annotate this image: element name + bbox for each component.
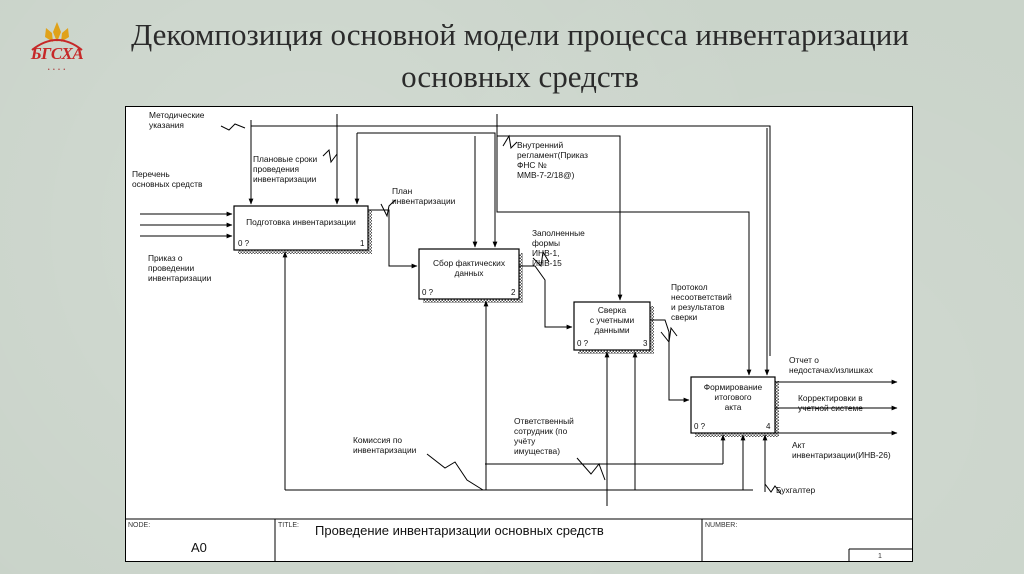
box-2-label-1: Сбор фактических: [433, 258, 506, 268]
label-prikaz-1: Приказ о: [148, 253, 183, 263]
label-plan-2: инвентаризации: [392, 196, 456, 206]
leader-protokol: [660, 326, 678, 344]
box-1-cost: 0 ?: [238, 239, 250, 248]
leader-reglament: [502, 134, 518, 150]
label-protokol-4: сверки: [671, 312, 698, 322]
box-2-number: 2: [511, 288, 516, 297]
arrow-protokol: [650, 319, 690, 403]
label-buhg: Бухгалтер: [776, 485, 816, 495]
label-prikaz-2: проведении: [148, 263, 195, 273]
arrow-formy: [519, 265, 573, 330]
label-otvetstv-1: Ответственный: [514, 416, 574, 426]
title-value: Проведение инвентаризации основных средс…: [315, 523, 604, 538]
page-title: Декомпозиция основной модели процесса ин…: [131, 17, 909, 94]
idef0-sheet: Подготовка инвентаризации 0 ? 1 Сбор фак…: [125, 106, 913, 562]
diagram-frame: [125, 106, 913, 562]
label-otvetstv-4: имущества): [514, 446, 560, 456]
label-korrekt-2: учетной системе: [798, 403, 863, 413]
title-block: NODE: A0 TITLE: Проведение инвентаризаци…: [125, 518, 913, 562]
leader-metod: [220, 123, 246, 131]
control-arrow-box2a: [357, 132, 498, 248]
box-4-label-3: акта: [725, 402, 742, 412]
leader-komissia: [426, 453, 484, 491]
box-3-number: 3: [643, 339, 648, 348]
label-perechen-1: Перечень: [132, 169, 170, 179]
label-otvetstv-2: сотрудник (по: [514, 426, 568, 436]
box-1-label: Подготовка инвентаризации: [246, 217, 356, 227]
box-4-label-2: итогового: [714, 392, 751, 402]
activity-box-2: Сбор фактических данных 0 ? 2: [418, 248, 523, 303]
box-4-cost: 0 ?: [694, 422, 706, 431]
label-akt-2: инвентаризации(ИНВ-26): [792, 450, 891, 460]
box-3-label-2: с учетными: [590, 315, 635, 325]
label-reglament-4: ММВ-7-2/18@): [517, 170, 575, 180]
label-sroki-3: инвентаризации: [253, 174, 317, 184]
page-number: 1: [878, 553, 882, 560]
box-3-label-1: Сверка: [598, 305, 627, 315]
label-otchet-1: Отчет о: [789, 355, 819, 365]
label-formy-4: ИНВ-15: [532, 258, 562, 268]
box-4-label-1: Формирование: [704, 382, 763, 392]
label-perechen-2: основных средств: [132, 179, 203, 189]
control-arrow-box4: [496, 136, 752, 376]
label-metod-2: указания: [149, 120, 184, 130]
label-korrekt-1: Корректировки в: [798, 393, 863, 403]
label-protokol-3: и результатов: [671, 302, 725, 312]
idef0-diagram: Подготовка инвентаризации 0 ? 1 Сбор фак…: [125, 106, 913, 562]
leader-sroki: [322, 148, 338, 164]
label-otvetstv-3: учёту: [514, 436, 536, 446]
label-metod-1: Методические: [149, 110, 205, 120]
label-protokol-2: несоответствий: [671, 292, 732, 302]
leader-buhg: [764, 483, 782, 495]
label-otchet-2: недостачах/излишках: [789, 365, 874, 375]
box-2-label-2: данных: [454, 268, 484, 278]
label-formy-3: ИНВ-1,: [532, 248, 559, 258]
label-protokol-1: Протокол: [671, 282, 708, 292]
leader-plan: [380, 199, 396, 218]
label-formy-2: формы: [532, 238, 560, 248]
leader-formy: [532, 250, 550, 268]
label-reglament-2: регламент(Приказ: [517, 150, 588, 160]
box-4-number: 4: [766, 422, 771, 431]
leader-otvetstv: [576, 457, 606, 481]
number-label: NUMBER:: [705, 522, 737, 529]
box-2-cost: 0 ?: [422, 288, 434, 297]
label-komissia-1: Комиссия по: [353, 435, 402, 445]
control-bus-top: [251, 125, 771, 356]
activity-box-1: Подготовка инвентаризации 0 ? 1: [233, 205, 372, 254]
label-sroki-1: Плановые сроки: [253, 154, 317, 164]
box-3-cost: 0 ?: [577, 339, 589, 348]
label-plan-1: План: [392, 186, 413, 196]
logo: БГСХА • • • •: [22, 20, 92, 78]
logo-text: БГСХА: [30, 44, 84, 63]
label-formy-1: Заполненные: [532, 228, 585, 238]
arrow-plan: [368, 209, 418, 269]
label-komissia-2: инвентаризации: [353, 445, 417, 455]
logo-subline: • • • •: [47, 67, 67, 73]
label-reglament-3: ФНС №: [517, 160, 547, 170]
activity-box-4: Формирование итогового акта 0 ? 4: [690, 376, 779, 437]
label-sroki-2: проведения: [253, 164, 299, 174]
title-label: TITLE:: [278, 522, 299, 529]
label-prikaz-3: инвентаризации: [148, 273, 212, 283]
box-1-number: 1: [360, 239, 365, 248]
node-value: A0: [191, 540, 207, 555]
label-akt-1: Акт: [792, 440, 805, 450]
activity-box-3: Сверка с учетными данными 0 ? 3: [573, 301, 654, 354]
wheat-icon: [31, 22, 83, 51]
box-3-label-3: данными: [594, 325, 630, 335]
node-label: NODE:: [128, 522, 150, 529]
label-reglament-1: Внутренний: [517, 140, 563, 150]
